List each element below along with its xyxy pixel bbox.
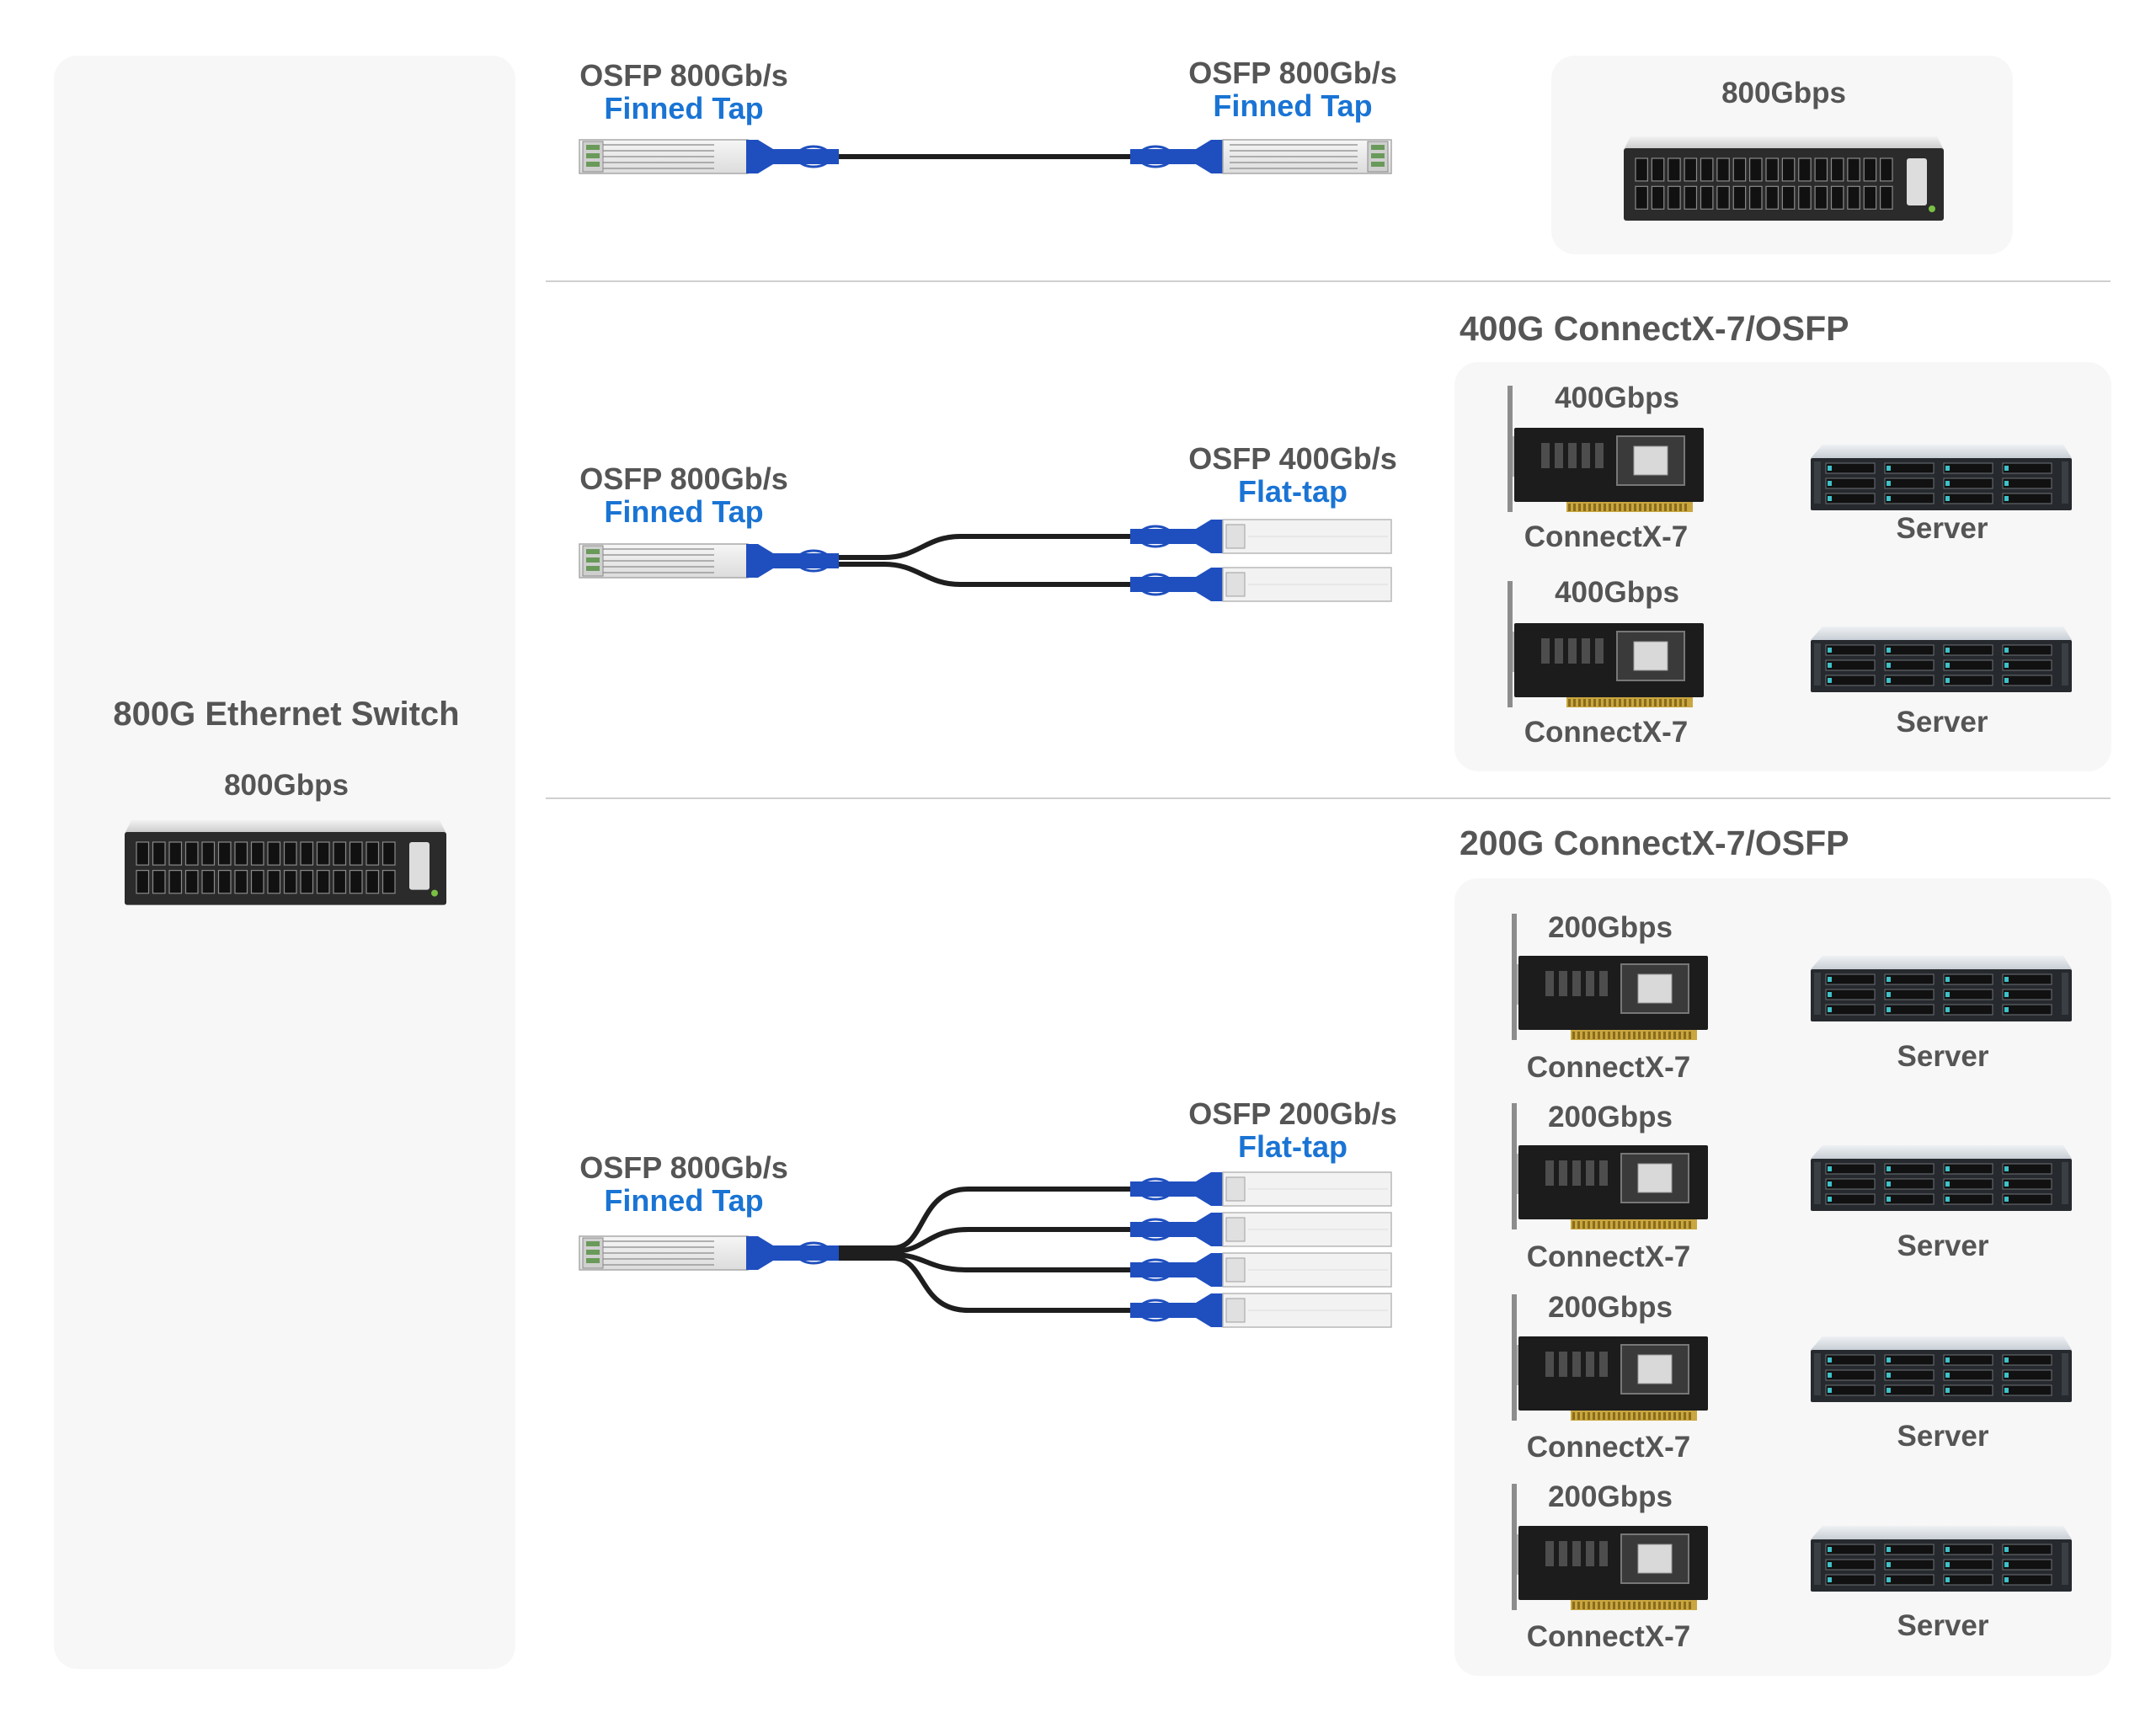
cable-row3-d xyxy=(814,1256,1139,1313)
row-divider-1 xyxy=(546,280,2111,282)
row1-left-port: OSFP 800Gb/s xyxy=(579,58,788,93)
row2-server2-image xyxy=(1811,627,2072,692)
row3-nic3-image xyxy=(1512,1294,1708,1421)
row3-right-module-2 xyxy=(1222,1212,1392,1247)
row2-right-module-2 xyxy=(1222,567,1392,602)
row3-right-module-3 xyxy=(1222,1252,1392,1288)
cable-row3-b xyxy=(814,1227,1139,1254)
row3-right-module-4 xyxy=(1222,1293,1392,1328)
switch-800g-image xyxy=(125,820,446,905)
row2-left-port: OSFP 800Gb/s xyxy=(579,461,788,496)
row3-left-tap: Finned Tap xyxy=(604,1183,764,1218)
row2-server1-image xyxy=(1811,445,2072,510)
row3-server3-image xyxy=(1811,1336,2072,1402)
row3-server2-name: Server xyxy=(1897,1229,1989,1262)
row3-nic2-speed: 200Gbps xyxy=(1548,1101,1673,1133)
cable-row3-a xyxy=(814,1187,1139,1251)
row2-right-boot-2 xyxy=(1130,568,1223,601)
row3-server2-image xyxy=(1811,1145,2072,1211)
row-divider-2 xyxy=(546,797,2111,799)
row3-right-boot-1 xyxy=(1130,1172,1223,1206)
switch-title: 800G Ethernet Switch xyxy=(113,696,460,733)
row3-server1-image xyxy=(1811,956,2072,1021)
row3-left-boot xyxy=(746,1236,839,1270)
row3-nic3-name: ConnectX-7 xyxy=(1526,1431,1691,1464)
row3-nic4-name: ConnectX-7 xyxy=(1526,1620,1691,1653)
row3-right-boot-4 xyxy=(1130,1293,1223,1327)
row2-nic2-speed: 400Gbps xyxy=(1555,576,1679,609)
row3-server4-name: Server xyxy=(1897,1609,1989,1642)
row2-left-boot xyxy=(746,544,839,578)
row2-nic2-image xyxy=(1508,581,1704,707)
row3-nic1-name: ConnectX-7 xyxy=(1526,1051,1691,1084)
row2-right-module-1 xyxy=(1222,519,1392,554)
row3-nic3-speed: 200Gbps xyxy=(1548,1291,1673,1324)
cable-row2-b xyxy=(814,562,1139,587)
row1-left-module xyxy=(579,139,749,174)
row2-nic1-image xyxy=(1508,386,1704,512)
row3-right-module-1 xyxy=(1222,1171,1392,1207)
row1-right-port: OSFP 800Gb/s xyxy=(1188,56,1397,90)
row3-nic1-image xyxy=(1512,914,1708,1040)
row3-right-boot-3 xyxy=(1130,1253,1223,1287)
row3-right-port: OSFP 200Gb/s xyxy=(1188,1096,1397,1131)
row3-nic4-image xyxy=(1512,1484,1708,1610)
row3-right-boot-2 xyxy=(1130,1213,1223,1246)
row3-section-title: 200G ConnectX-7/OSFP xyxy=(1460,824,1849,862)
row1-right-tap: Finned Tap xyxy=(1213,88,1373,123)
row2-nic1-speed: 400Gbps xyxy=(1555,381,1679,414)
row1-right-module xyxy=(1222,139,1392,174)
row2-left-module xyxy=(579,543,749,579)
row3-server3-name: Server xyxy=(1897,1420,1989,1453)
row1-switch-speed: 800Gbps xyxy=(1721,77,1846,109)
row2-right-boot-1 xyxy=(1130,520,1223,553)
row3-server1-name: Server xyxy=(1897,1040,1989,1073)
switch-speed: 800Gbps xyxy=(224,769,349,802)
row2-left-tap: Finned Tap xyxy=(604,494,764,529)
cable-row2-a xyxy=(814,534,1139,560)
row3-nic2-name: ConnectX-7 xyxy=(1526,1240,1691,1273)
row2-right-tap: Flat-tap xyxy=(1238,474,1348,509)
row3-nic1-speed: 200Gbps xyxy=(1548,911,1673,944)
row2-nic2-name: ConnectX-7 xyxy=(1524,716,1689,749)
row1-left-boot xyxy=(746,140,839,173)
row3-left-port: OSFP 800Gb/s xyxy=(579,1150,788,1185)
cables xyxy=(814,154,1139,1313)
cable-row3-c xyxy=(814,1252,1139,1272)
row1-right-boot xyxy=(1130,140,1223,173)
row3-nic2-image xyxy=(1512,1103,1708,1229)
row3-right-tap: Flat-tap xyxy=(1238,1129,1348,1164)
row3-nic4-speed: 200Gbps xyxy=(1548,1480,1673,1513)
row3-server4-image xyxy=(1811,1526,2072,1592)
row3-left-module xyxy=(579,1235,749,1271)
switch-800g-row1-image xyxy=(1624,136,1944,221)
row2-right-port: OSFP 400Gb/s xyxy=(1188,441,1397,476)
row2-section-title: 400G ConnectX-7/OSFP xyxy=(1460,309,1849,348)
row2-nic1-name: ConnectX-7 xyxy=(1524,520,1689,553)
row2-server1-name: Server xyxy=(1896,512,1988,545)
row1-left-tap: Finned Tap xyxy=(604,91,764,125)
row2-server2-name: Server xyxy=(1896,706,1988,739)
